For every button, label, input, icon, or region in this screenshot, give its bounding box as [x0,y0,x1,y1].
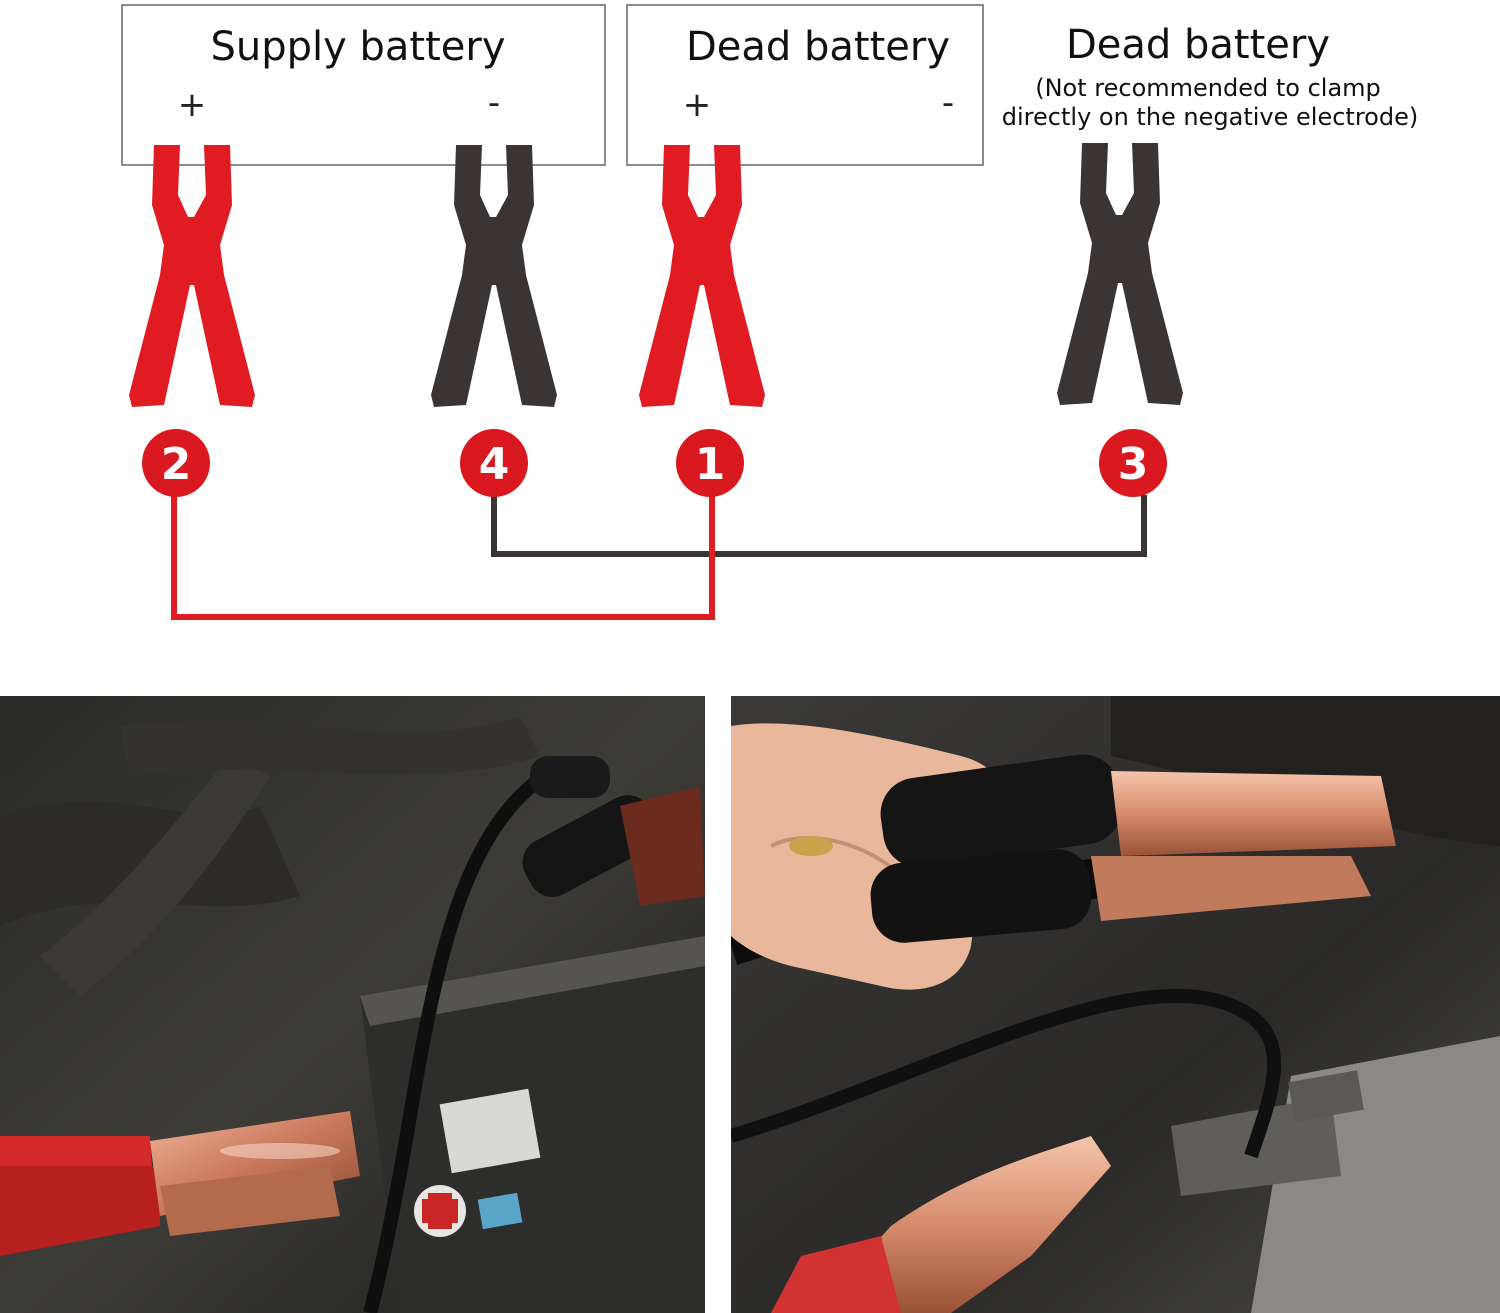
dead-minus-sign: - [942,83,954,123]
svg-text:2: 2 [161,439,192,490]
dead-battery-title: Dead battery [686,24,950,70]
red-clamp-icon [129,145,255,407]
svg-text:4: 4 [479,439,510,490]
dead-battery-ground-title: Dead battery [1066,22,1330,68]
step-badge-4: 4 [460,429,528,497]
supply-minus-sign: - [488,83,500,123]
black-clamp-icon [1057,143,1183,405]
supply-plus-sign: + [178,85,207,125]
dead-battery-box [626,4,984,166]
step-badge-3: 3 [1099,429,1167,497]
red-wire [171,495,715,620]
black-clamp-icon [431,145,557,407]
red-clamp-icon [639,145,765,407]
ground-note-line2: directly on the negative electrode) [1002,103,1418,131]
diagram-svg: Supply battery Dead battery Dead battery… [121,4,1418,620]
photo-clamps-on-battery [0,696,705,1313]
photo-hand-holding-clamps [731,696,1500,1313]
black-wire [491,495,1147,557]
ground-note-line1: (Not recommended to clamp [1035,74,1381,102]
supply-battery-title: Supply battery [210,24,505,70]
svg-text:1: 1 [695,439,726,490]
step-badge-1: 1 [676,429,744,497]
dead-plus-sign: + [683,85,712,125]
supply-battery-box [121,4,606,166]
step-badge-2: 2 [142,429,210,497]
svg-text:3: 3 [1118,439,1149,490]
